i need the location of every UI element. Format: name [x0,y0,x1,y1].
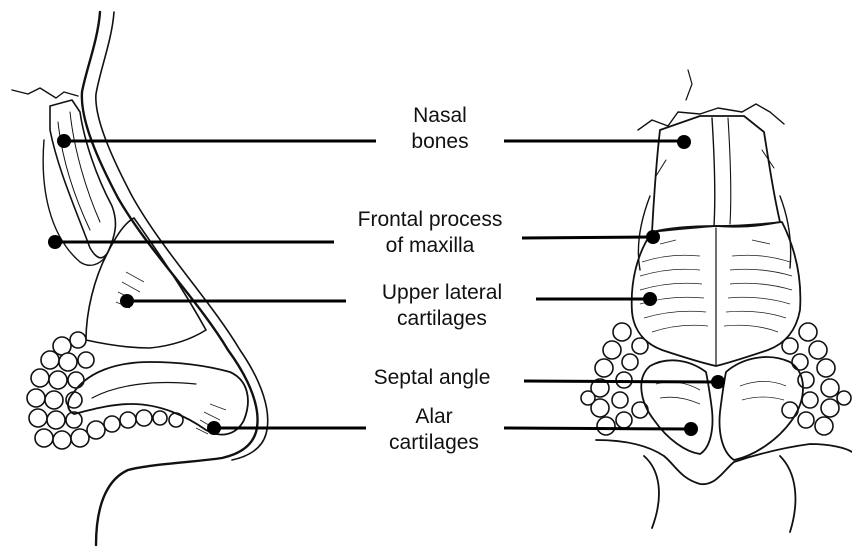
lateral-crack [12,88,78,98]
profile-outer-line [82,12,258,545]
label-frontal-process-line1: Frontal process [358,207,503,233]
label-septal-angle: Septal angle [374,365,491,391]
lateral-nasal-bone [50,100,115,258]
lateral-upper-lateral-cartilage [86,218,206,348]
frontal-alar-cartilage-left [641,360,712,454]
leader-nasal-bones [57,134,691,149]
frontal-view [581,70,852,532]
frontal-crack [638,104,784,130]
label-frontal-process: Frontal process of maxilla [358,207,503,259]
lateral-view [12,12,268,545]
label-nasal-bones-line2: bones [411,129,468,155]
lateral-fatty-tissue [27,332,183,449]
label-upper-lateral-line1: Upper lateral [382,280,502,306]
label-upper-lateral: Upper lateral cartilages [382,280,502,332]
label-septal-angle-line1: Septal angle [374,365,491,391]
label-alar: Alar cartilages [389,404,479,456]
label-alar-line1: Alar [389,404,479,430]
label-frontal-process-line2: of maxilla [358,233,503,259]
profile-inner-line [96,12,268,460]
label-upper-lateral-line2: cartilages [382,306,502,332]
frontal-nasal-bones [652,116,780,232]
label-nasal-bones: Nasal bones [411,103,468,155]
label-nasal-bones-line1: Nasal [411,103,468,129]
label-alar-line2: cartilages [389,430,479,456]
